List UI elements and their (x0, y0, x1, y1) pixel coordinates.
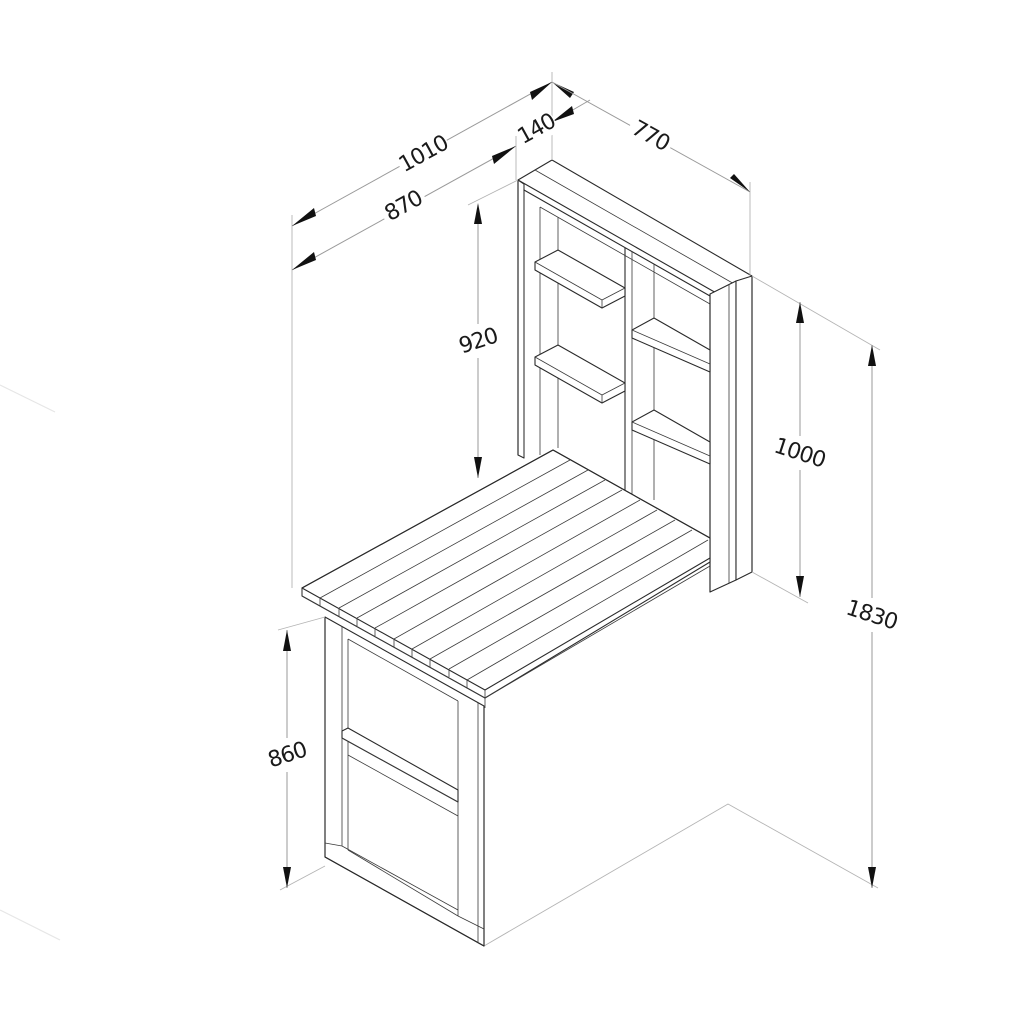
shelving-unit (517, 159, 753, 593)
dimension-frame-depth: 140 (511, 82, 591, 150)
dimension-shelf-height: 920 (456, 179, 519, 478)
dimension-overall-height: 1830 (843, 345, 900, 888)
dimension-desk-height: 860 (265, 616, 326, 888)
support-panel (324, 616, 485, 947)
dimension-side-height: 1000 (751, 275, 881, 604)
desk-top (301, 449, 711, 708)
watermark-lines (0, 384, 61, 941)
label-frame-depth: 140 (514, 109, 560, 150)
